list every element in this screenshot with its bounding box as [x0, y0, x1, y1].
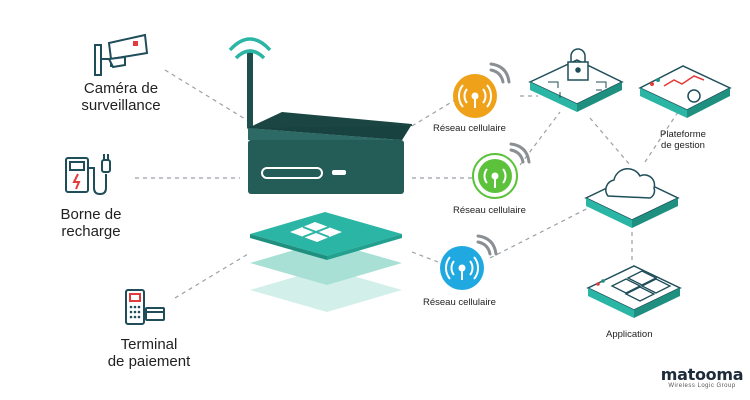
network-label-1: Réseau cellulaire [433, 123, 506, 134]
charger-label: Borne de recharge [60, 206, 122, 241]
lock-icon [567, 48, 589, 81]
brand-logo: matooma Wireless Logic Group [654, 365, 750, 389]
network-badge-3 [440, 234, 498, 290]
connector-network-1 [411, 99, 456, 127]
cloud-icon [605, 168, 656, 199]
router [228, 37, 412, 194]
sim-card-stack [250, 212, 402, 312]
platform-label: Plateforme de gestion [660, 129, 706, 151]
connector-lock-cloud [589, 117, 631, 166]
app-grid-icon [610, 270, 672, 302]
chart-icon [650, 75, 705, 103]
connector-camera [164, 69, 251, 123]
router-slot-icon [261, 167, 323, 179]
signal-icon [509, 142, 531, 164]
connector-net3-cloud [489, 199, 605, 259]
dashboard-platform [638, 65, 732, 118]
network-label-3: Réseau cellulaire [423, 297, 496, 308]
brand-name: matooma [660, 365, 744, 384]
camera-icon [94, 33, 149, 76]
antenna [247, 50, 253, 130]
signal-icon [476, 234, 498, 256]
antenna-icon [445, 256, 479, 280]
security-platform [528, 48, 624, 112]
brand-tagline: Wireless Logic Group [668, 383, 736, 389]
antenna-icon [483, 168, 507, 188]
network-label-2: Réseau cellulaire [453, 205, 526, 216]
signal-icon [489, 62, 511, 84]
connector-dashboard-cloud [644, 111, 679, 163]
network-badge-2 [472, 142, 531, 199]
application-platform [586, 265, 682, 318]
connector-terminal [174, 253, 249, 299]
camera-label: Caméra de surveillance [81, 80, 161, 115]
cloud-platform [584, 168, 680, 228]
charger-icon [65, 154, 111, 196]
terminal-label: Terminal de paiement [107, 336, 191, 371]
connector-net2-cloud [519, 111, 561, 166]
antenna-icon [458, 84, 492, 108]
network-badge-1 [453, 62, 511, 118]
connector-network-3 [411, 251, 439, 263]
payment-terminal-icon [125, 289, 165, 325]
connectors [135, 69, 679, 299]
application-label: Application [606, 329, 653, 340]
